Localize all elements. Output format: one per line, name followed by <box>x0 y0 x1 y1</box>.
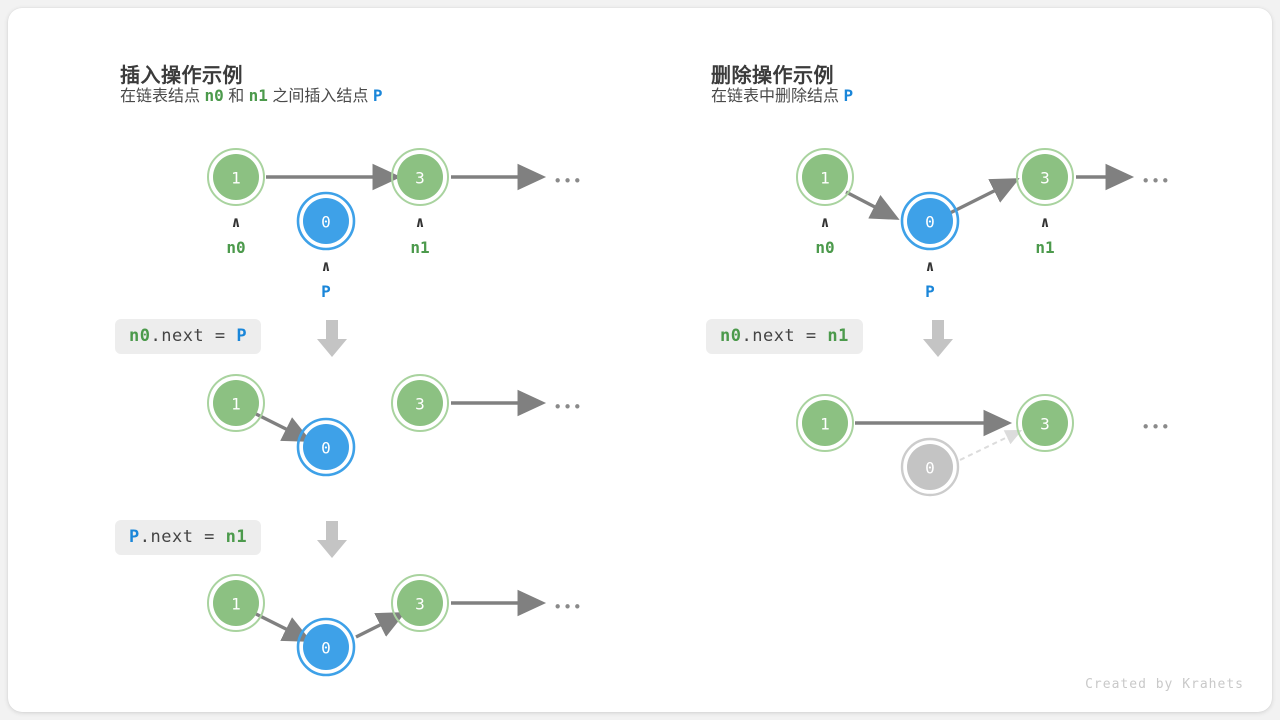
node-value: 0 <box>321 212 331 232</box>
subtitle-token-n0: n0 <box>204 86 224 105</box>
code-token: .next = <box>139 527 226 547</box>
node-value: 1 <box>231 394 241 414</box>
node-pointer-label-p: P <box>321 282 331 301</box>
subtitle-token-p: P <box>372 86 383 105</box>
diagram-card: .nv { position: absolute; font-family: "… <box>8 8 1272 712</box>
code-token: n1 <box>225 527 248 547</box>
list-continues-ellipsis: ••• <box>1141 418 1171 436</box>
credit-text: Created by Krahets <box>1085 677 1244 692</box>
node-value: 0 <box>925 458 935 478</box>
subtitle-text: 之间插入结点 <box>272 88 369 105</box>
code-token: .next = <box>741 326 828 346</box>
remove-panel-subtitle: 在链表中删除结点 P <box>711 82 853 106</box>
code-token: n0 <box>720 326 742 346</box>
step-down-arrow-icon <box>317 320 347 357</box>
insert-panel-title: 插入操作示例 <box>120 65 243 88</box>
remove-panel-title: 删除操作示例 <box>711 65 834 88</box>
pointer-caret-icon: ∧ <box>820 213 830 231</box>
remove-step1-code: n0.next = n1 <box>706 319 863 354</box>
code-token: n1 <box>827 326 849 346</box>
node-value: 1 <box>231 168 241 188</box>
insert-panel-subtitle: 在链表结点 n0 和 n1 之间插入结点 P <box>120 82 382 106</box>
pointer-caret-icon: ∧ <box>321 257 331 275</box>
node-value: 3 <box>1040 414 1050 434</box>
pointer-caret-icon: ∧ <box>925 257 935 275</box>
code-token: .next = <box>150 326 237 346</box>
node-pointer-label-n0: n0 <box>815 238 835 257</box>
subtitle-text: 和 <box>228 88 245 105</box>
list-continues-ellipsis: ••• <box>553 172 583 190</box>
subtitle-text: 在链表结点 <box>120 88 201 105</box>
step-down-arrow-icon <box>923 320 953 357</box>
pointer-caret-icon: ∧ <box>231 213 241 231</box>
subtitle-token-p: P <box>843 86 854 105</box>
node-value: 3 <box>415 394 425 414</box>
node-value: 0 <box>321 638 331 658</box>
node-value: 0 <box>925 212 935 232</box>
node-pointer-label-n1: n1 <box>1035 238 1055 257</box>
insert-step1-code: n0.next = P <box>115 319 262 354</box>
node-value: 1 <box>231 594 241 614</box>
node-value: 1 <box>820 414 830 434</box>
node-value: 1 <box>820 168 830 188</box>
pointer-caret-icon: ∧ <box>1040 213 1050 231</box>
code-token: P <box>129 527 140 547</box>
subtitle-text: 在链表中删除结点 <box>711 88 840 105</box>
node-pointer-label-n1: n1 <box>410 238 430 257</box>
node-value: 3 <box>1040 168 1050 188</box>
node-pointer-label-p: P <box>925 282 935 301</box>
code-token: n0 <box>129 326 151 346</box>
node-value: 0 <box>321 438 331 458</box>
code-token: P <box>236 326 248 346</box>
step-down-arrow-icon <box>317 521 347 558</box>
pointer-caret-icon: ∧ <box>415 213 425 231</box>
node-pointer-label-n0: n0 <box>226 238 246 257</box>
list-continues-ellipsis: ••• <box>553 398 583 416</box>
subtitle-token-n1: n1 <box>248 86 268 105</box>
list-continues-ellipsis: ••• <box>1141 172 1171 190</box>
node-value: 3 <box>415 168 425 188</box>
insert-step2-code: P.next = n1 <box>115 520 262 555</box>
node-value: 3 <box>415 594 425 614</box>
list-continues-ellipsis: ••• <box>553 598 583 616</box>
